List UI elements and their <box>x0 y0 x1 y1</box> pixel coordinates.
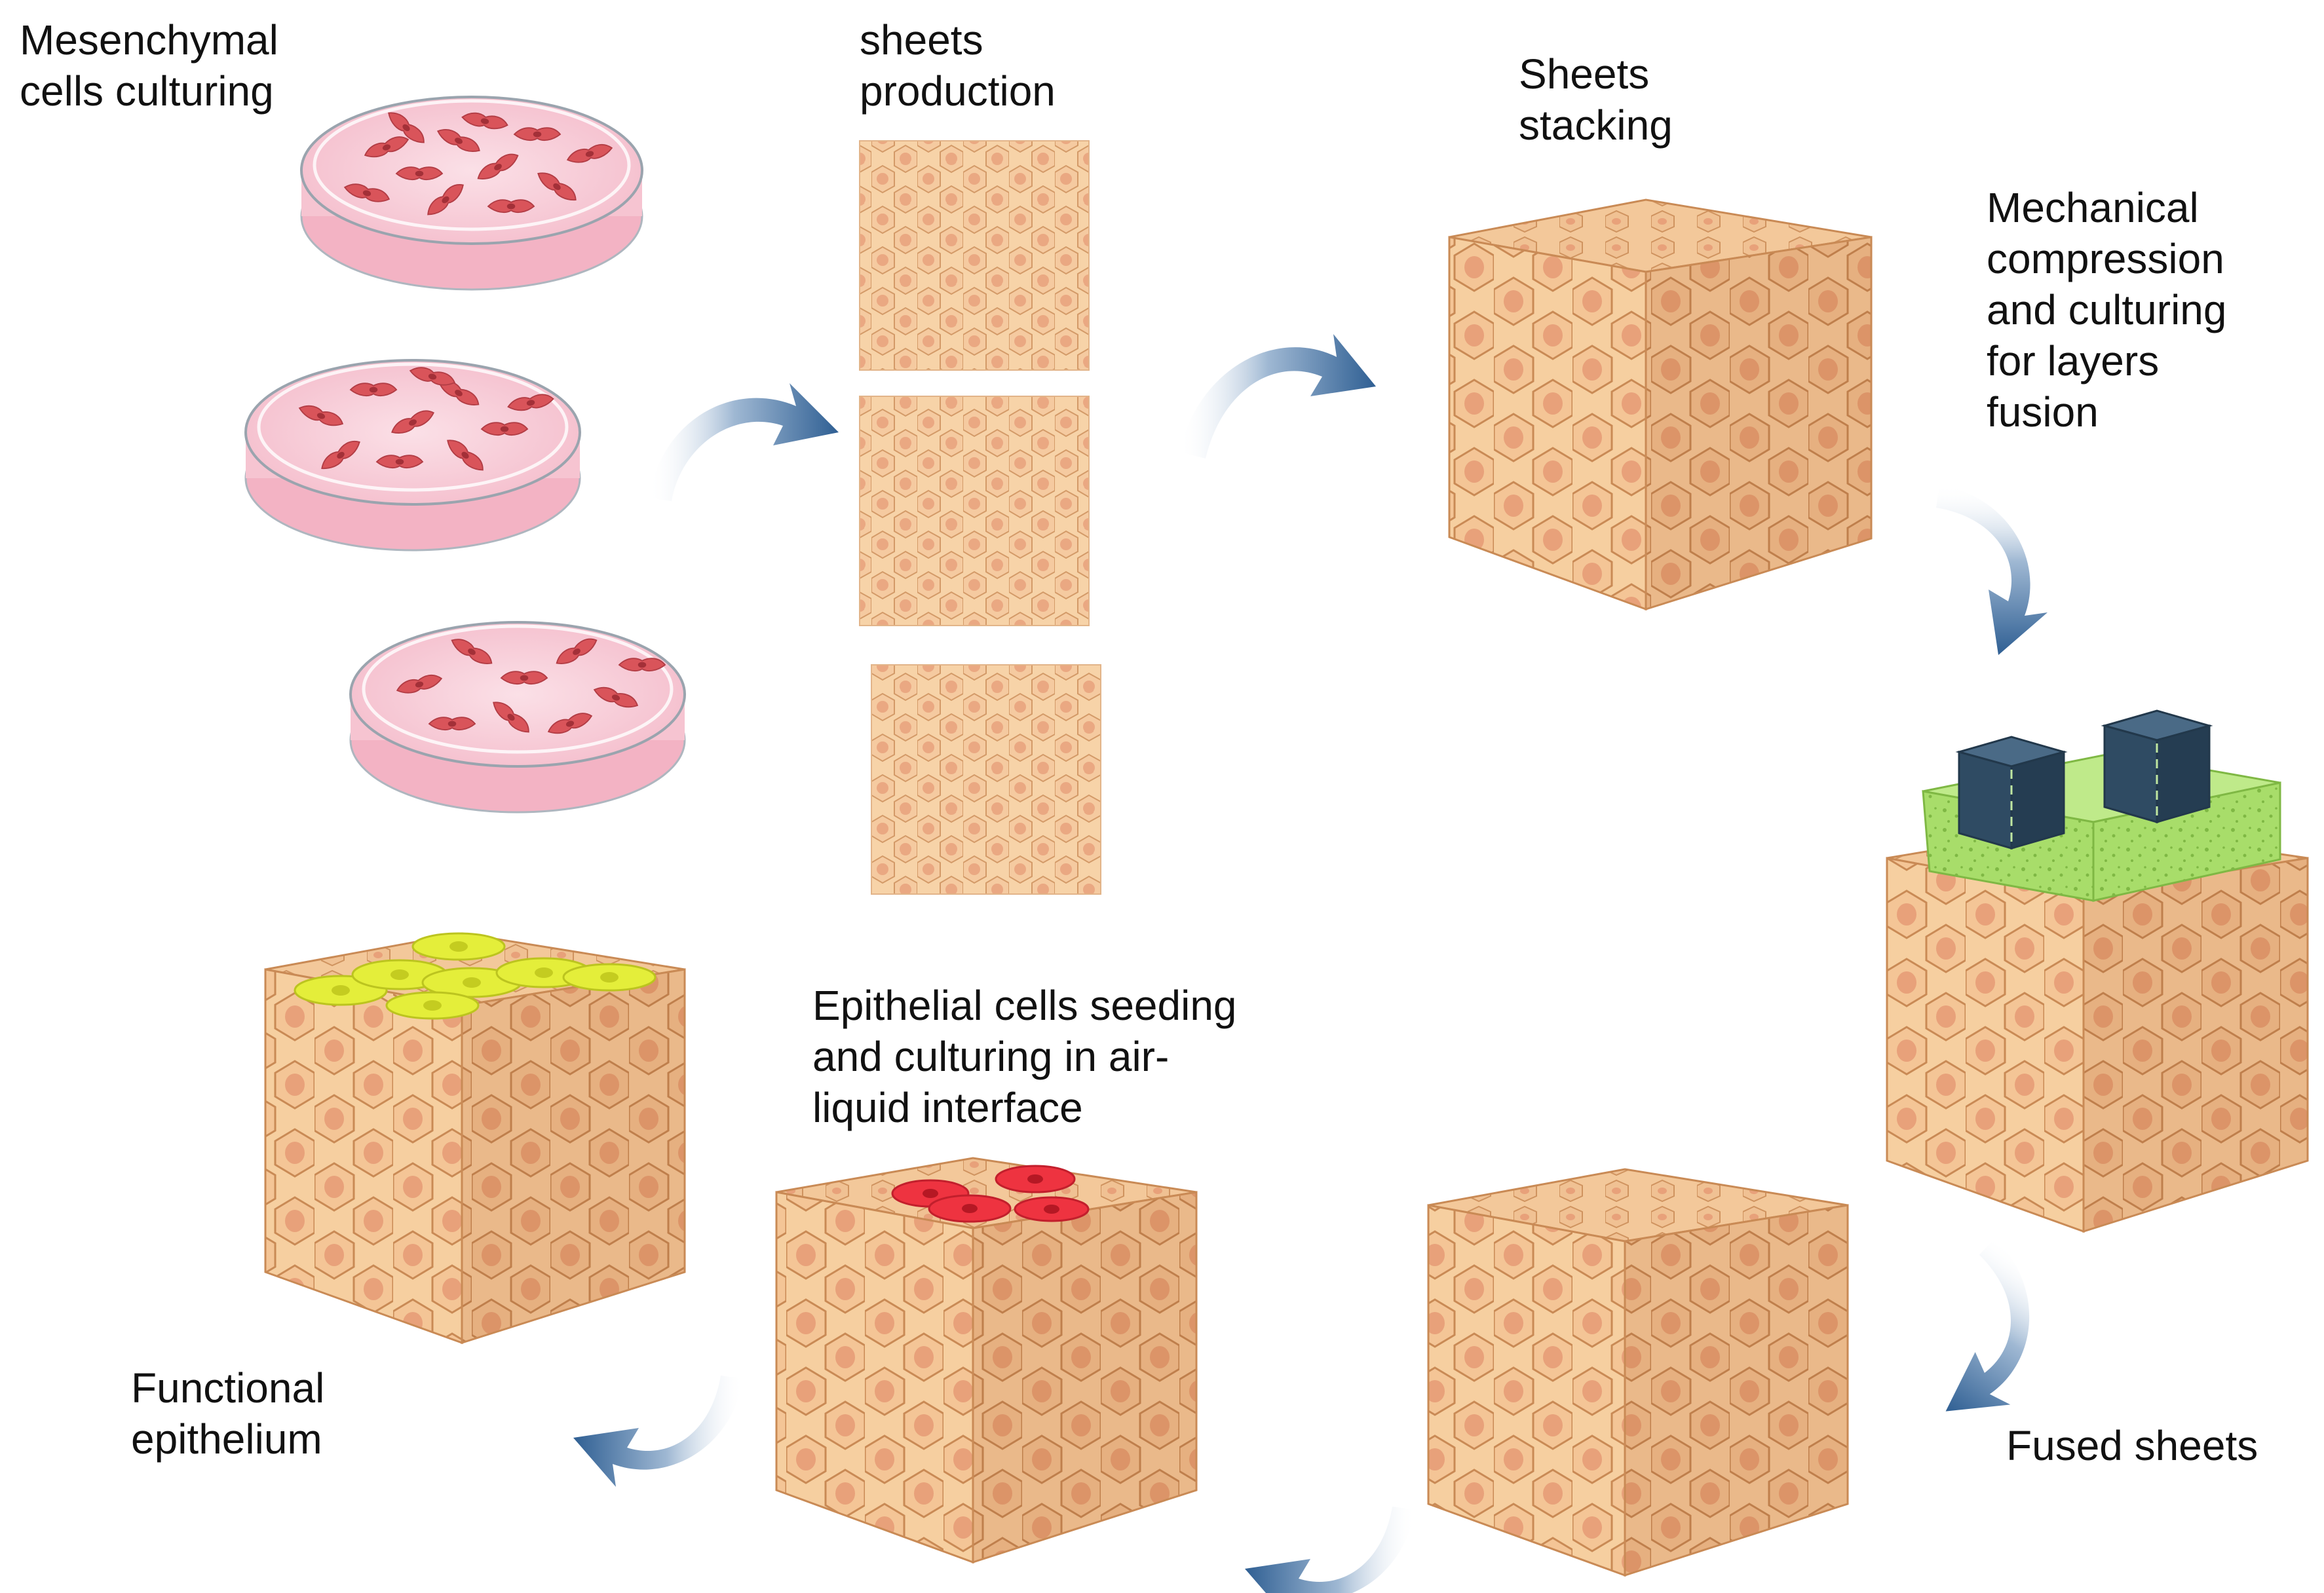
curved-arrow-icon <box>649 383 839 501</box>
curved-arrow-icon <box>1936 485 2048 655</box>
tissue-cube-icon <box>1886 824 2309 1233</box>
label-sheets-production: sheets production <box>860 16 1056 115</box>
tissue-cube-icon <box>775 1157 1198 1564</box>
tissue-cube-icon <box>1448 198 1873 611</box>
tissue-cube-icon <box>264 932 686 1345</box>
petri-dish-icon <box>244 359 581 552</box>
label-epithelial-cells-seeding: Epithelial cells seeding and culturing i… <box>812 982 1237 1131</box>
cell-sheet-icon <box>859 140 1090 371</box>
petri-dish-icon <box>300 96 643 291</box>
cell-sheet-icon <box>871 664 1101 895</box>
curved-arrow-icon <box>1245 1507 1415 1593</box>
petri-dish-icon <box>349 621 686 814</box>
epithelial-cells-red <box>891 1165 1090 1223</box>
curved-arrow-icon <box>573 1376 744 1487</box>
weight-cube-icon <box>1955 736 2068 850</box>
weight-cube-icon <box>2101 709 2213 823</box>
curved-arrow-icon <box>1179 334 1376 459</box>
cell-sheet-icon <box>859 396 1090 626</box>
epithelial-cells-yellow <box>294 932 657 1020</box>
tissue-cube-icon <box>1427 1168 1849 1577</box>
label-fused-sheets: Fused sheets <box>2006 1422 2258 1469</box>
label-sheets-stacking: Sheets stacking <box>1519 50 1673 149</box>
label-functional-epithelium: Functional epithelium <box>131 1364 325 1463</box>
label-mesenchymal-cells-culturing: Mesenchymal cells culturing <box>20 16 278 115</box>
curved-arrow-icon <box>1945 1238 2030 1412</box>
label-mechanical-compression: Mechanical compression and culturing for… <box>1987 184 2227 436</box>
